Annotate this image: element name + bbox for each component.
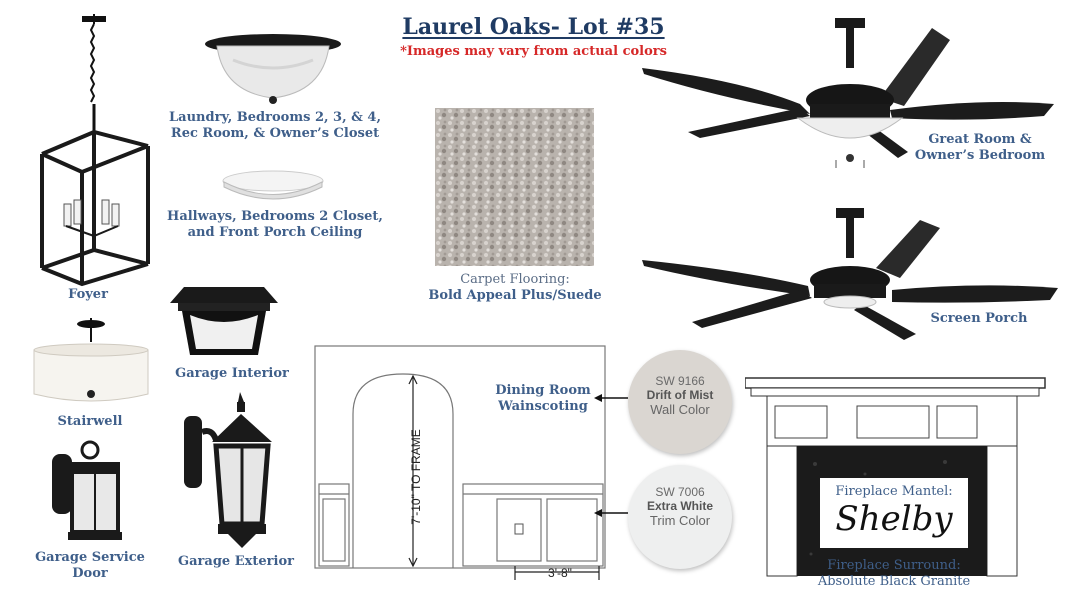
page-title: Laurel Oaks- Lot #35 [402, 14, 665, 40]
paint-name: Extra White [646, 499, 713, 513]
foyer-caption: Foyer [68, 287, 108, 302]
paint-swatch-trim: SW 7006 Extra White Trim Color [628, 465, 732, 569]
fireplace-mantel-name: Shelby [835, 499, 953, 539]
paint-code: SW 9166 [655, 374, 705, 388]
wainscoting-drawing [314, 345, 606, 580]
paint-code: SW 7006 [655, 485, 705, 499]
paint-role: Wall Color [650, 402, 710, 417]
paint-swatch-wall: SW 9166 Drift of Mist Wall Color [628, 350, 732, 454]
garage-service-door-caption: Garage Service Door [35, 550, 145, 581]
carpet-swatch-image [435, 108, 594, 266]
flush-mount-1-caption: Laundry, Bedrooms 2, 3, & 4, Rec Room, &… [169, 110, 381, 141]
wainscoting-width-label: 3'-8" [548, 566, 572, 580]
drum-pendant-image [33, 318, 149, 402]
stairwell-caption: Stairwell [57, 414, 123, 429]
garage-interior-light-image [170, 287, 278, 355]
ceiling-fan-image [642, 208, 1058, 340]
garage-service-door-light-image [52, 440, 122, 540]
wainscoting-height-label: 7'-10" TO FRAME [409, 429, 423, 525]
fireplace-label-box: Fireplace Mantel: Shelby [820, 478, 968, 548]
wainscoting-caption: Dining Room Wainscoting [495, 383, 591, 414]
carpet-label: Carpet Flooring: [460, 272, 570, 287]
foyer-lantern-image [40, 14, 150, 287]
screen-porch-fan-caption: Screen Porch [930, 311, 1028, 326]
garage-exterior-caption: Garage Exterior [178, 554, 294, 569]
carpet-name: Bold Appeal Plus/Suede [428, 288, 602, 303]
flush-mount-light-image [205, 34, 341, 104]
flush-mount-2-caption: Hallways, Bedrooms 2 Closet, and Front P… [167, 209, 383, 240]
ceiling-fan-with-light-image [642, 18, 1054, 168]
fireplace-surround-name: Absolute Black Granite [817, 574, 971, 589]
arrow-indicators [594, 394, 628, 517]
led-disc-light-image [222, 170, 324, 200]
fireplace-mantel-label: Fireplace Mantel: [835, 484, 953, 499]
garage-interior-caption: Garage Interior [175, 366, 289, 381]
paint-name: Drift of Mist [646, 388, 714, 402]
color-disclaimer: *Images may vary from actual colors [400, 44, 667, 59]
garage-exterior-lantern-image [184, 392, 272, 548]
great-room-fan-caption: Great Room & Owner’s Bedroom [914, 132, 1046, 163]
fireplace-surround-label: Fireplace Surround: [827, 558, 961, 573]
paint-role: Trim Color [649, 513, 711, 528]
